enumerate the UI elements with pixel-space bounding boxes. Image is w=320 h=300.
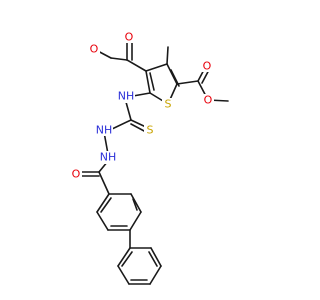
atom-s1: S	[162, 98, 174, 111]
bond	[98, 171, 110, 195]
bonds	[79, 36, 229, 285]
atom-s2: S	[144, 123, 156, 137]
atom-label: O	[90, 43, 99, 56]
atom-o3: O	[201, 59, 213, 73]
bond	[145, 63, 168, 72]
atom-o2: O	[123, 30, 135, 44]
bond	[130, 193, 142, 213]
bond	[132, 198, 138, 211]
bond	[166, 63, 178, 85]
bond	[130, 123, 147, 133]
atom-label: NH	[100, 151, 117, 164]
bond	[149, 72, 155, 91]
bond	[166, 46, 169, 65]
atom-o5: O	[70, 167, 82, 181]
atom-label: NH	[96, 124, 113, 137]
atom-o4: O	[202, 94, 214, 107]
bond	[100, 197, 112, 213]
bond	[117, 247, 131, 267]
bond	[111, 119, 132, 130]
bond	[129, 211, 142, 231]
atom-n1: NH	[118, 90, 135, 103]
bond	[126, 59, 147, 72]
bond	[110, 57, 128, 61]
bond	[149, 265, 162, 285]
bond	[132, 92, 151, 97]
atom-label: NH	[118, 90, 135, 103]
molecule-structure: O O O O O S S NH	[70, 30, 229, 285]
bond	[148, 251, 158, 267]
atom-label: O	[203, 60, 212, 73]
bond	[176, 80, 199, 85]
bond	[96, 193, 110, 213]
bond	[125, 101, 132, 121]
atom-labels: O O O O O S S NH	[70, 30, 214, 181]
bond	[150, 247, 162, 267]
atom-label: S	[165, 98, 172, 111]
atom-n3: NH	[100, 151, 117, 164]
bond	[121, 251, 133, 267]
atom-n2: NH	[96, 123, 113, 137]
atom-label: O	[204, 94, 213, 107]
atom-label: O	[125, 31, 134, 44]
atom-label: S	[147, 124, 154, 137]
atom-o1: O	[88, 43, 100, 56]
bond	[145, 70, 151, 94]
atom-label: O	[72, 168, 81, 181]
bond	[117, 265, 130, 285]
bond	[96, 211, 109, 231]
